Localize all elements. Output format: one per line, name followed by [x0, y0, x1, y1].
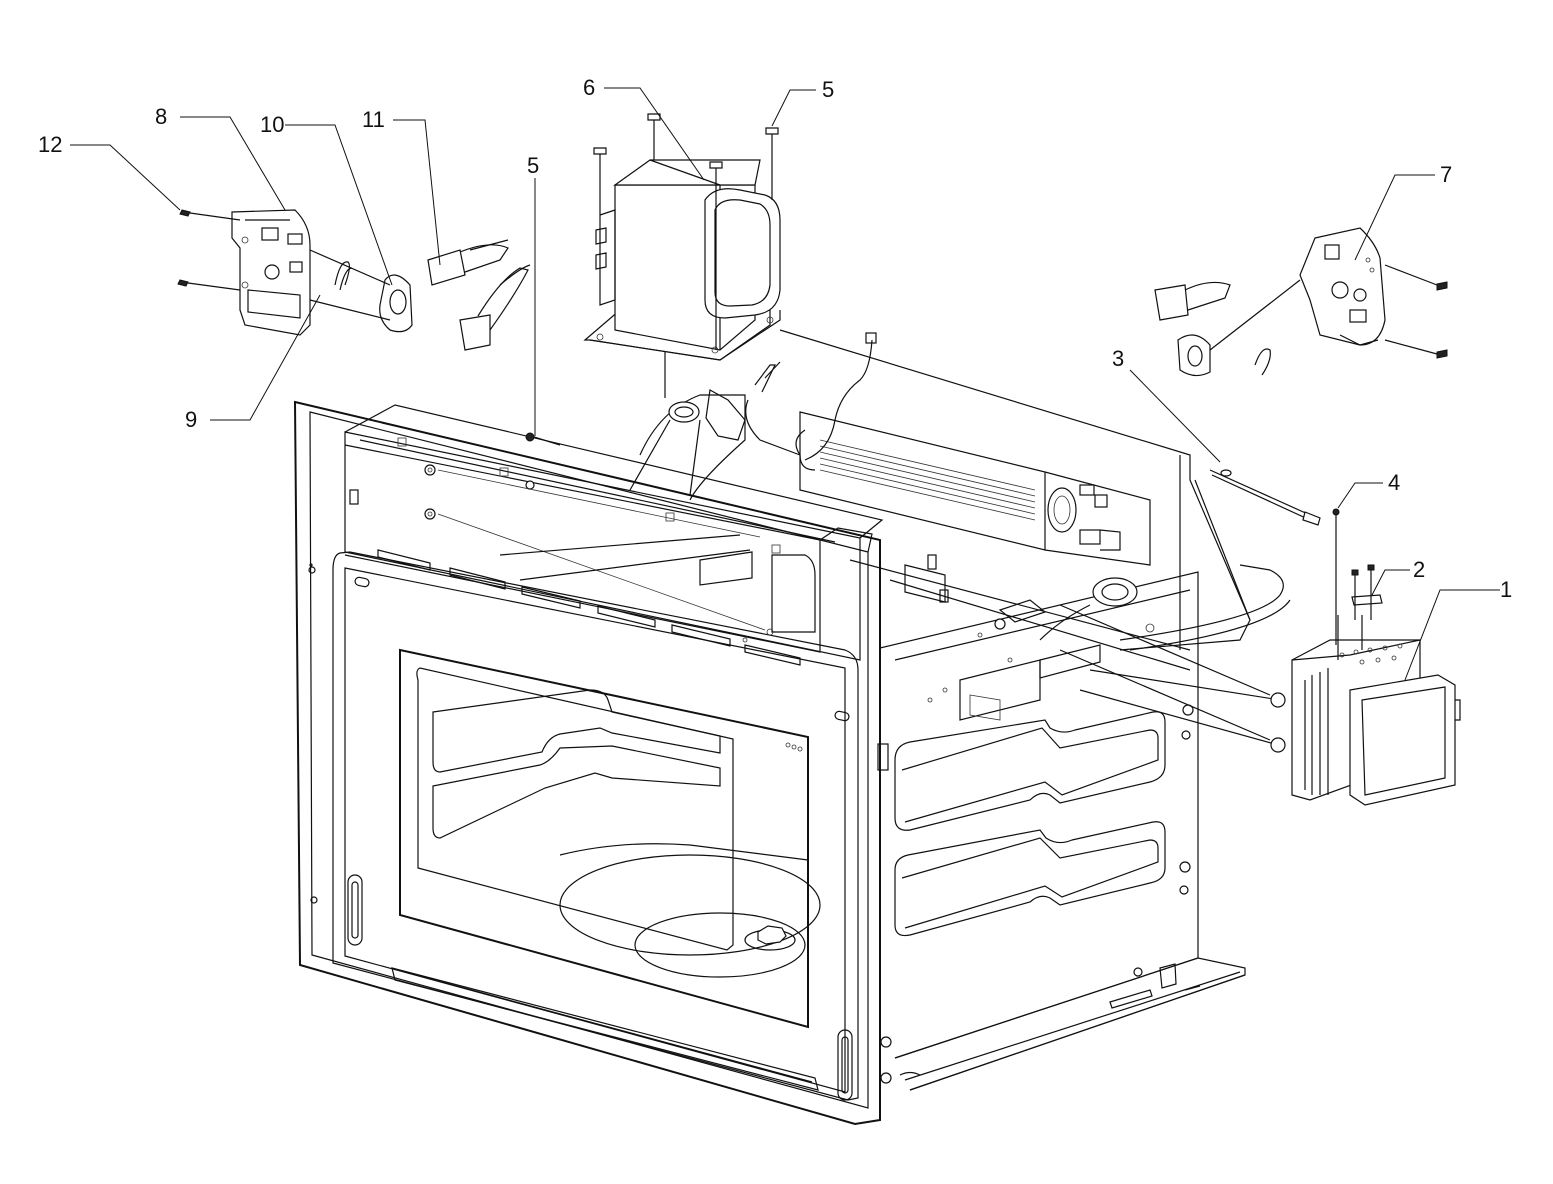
callout-9: 9	[185, 407, 198, 432]
callout-7: 7	[1440, 162, 1453, 187]
rear-fan-assembly	[779, 329, 1251, 721]
part-4-screw	[1332, 508, 1340, 645]
leader-lines	[70, 87, 1500, 681]
part-5-screw-left	[525, 432, 561, 446]
magnetron-rail	[1059, 564, 1291, 746]
part-12-screws	[177, 209, 241, 291]
callout-2: 2	[1413, 557, 1426, 582]
callout-5-top: 5	[822, 77, 835, 102]
callout-6: 6	[583, 75, 596, 100]
callout-1: 1	[1500, 577, 1513, 602]
part-3-wire	[1209, 469, 1321, 526]
control-frame	[344, 404, 884, 661]
callout-8: 8	[155, 104, 168, 129]
part-1-magnetron	[1270, 615, 1461, 806]
callout-3: 3	[1112, 346, 1125, 371]
part-5-screws-top	[593, 113, 779, 350]
part-10-latch-lever	[309, 249, 413, 333]
part-11-switches	[427, 239, 531, 351]
callout-11: 11	[362, 107, 385, 132]
part-7-latch-bracket	[1154, 227, 1448, 377]
oven-cavity	[293, 400, 881, 1126]
callout-4: 4	[1388, 470, 1401, 495]
hv-capacitor	[629, 350, 801, 501]
part-9-spring	[334, 261, 353, 291]
part-2-screws	[1351, 564, 1383, 620]
part-8-latch-bracket	[231, 209, 311, 336]
part-6-transformer	[583, 159, 781, 361]
callout-12: 12	[38, 132, 63, 157]
callout-5-left: 5	[527, 153, 540, 178]
callout-10: 10	[260, 112, 285, 137]
